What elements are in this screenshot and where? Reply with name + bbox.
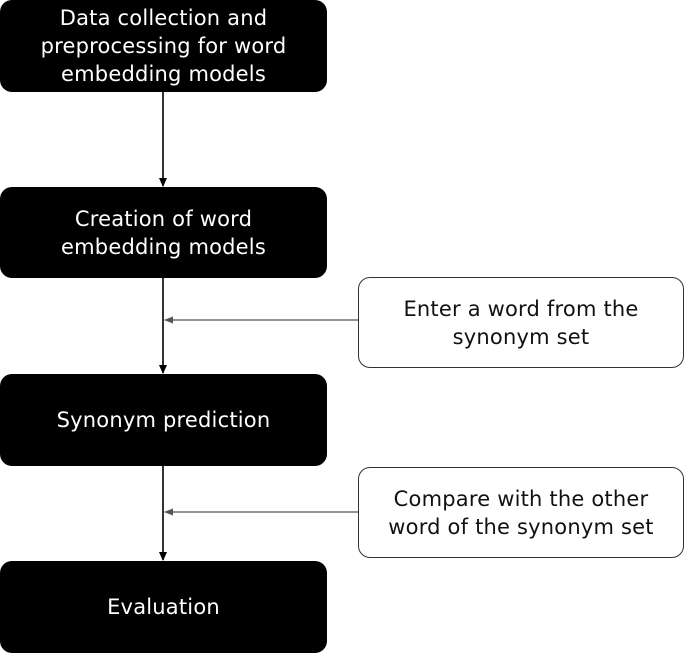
step-model-creation: Creation of word embedding models — [0, 187, 327, 278]
step-synonym-prediction: Synonym prediction — [0, 374, 327, 466]
step-evaluation: Evaluation — [0, 561, 327, 653]
input-compare-word: Compare with the other word of the synon… — [358, 467, 684, 558]
step-data-collection: Data collection and preprocessing for wo… — [0, 0, 327, 92]
input-enter-word: Enter a word from the synonym set — [358, 277, 684, 368]
